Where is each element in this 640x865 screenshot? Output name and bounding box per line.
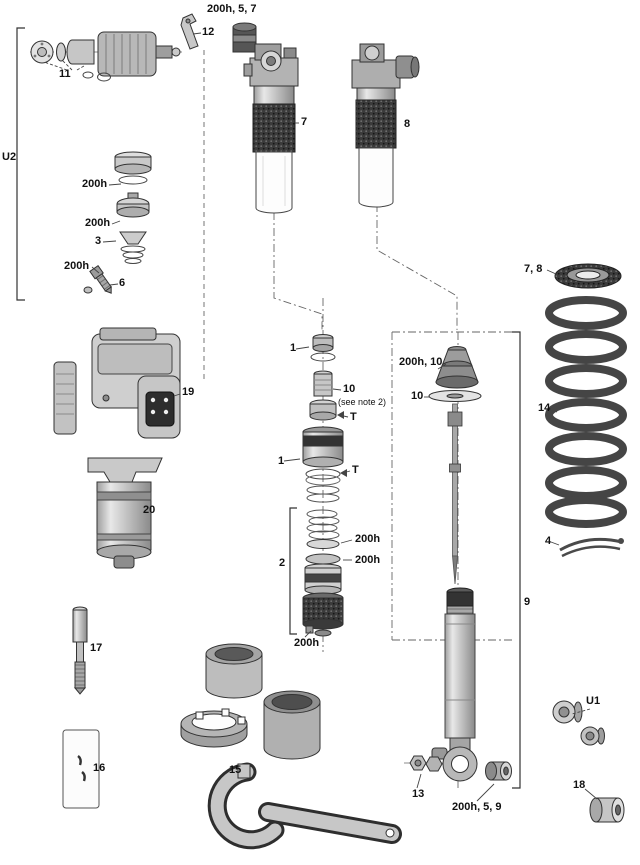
callout-part-15: 15 (229, 764, 242, 776)
shaft-tool-17 (72, 606, 88, 695)
callout-part-11: 11 (59, 68, 71, 80)
ball-detent (83, 286, 93, 294)
bracket-2 (289, 507, 297, 635)
callout-part-18: 18 (573, 779, 586, 791)
mounting-ring-a (205, 643, 263, 699)
bracket-9 (512, 331, 521, 789)
callout-200h-e: 200h (355, 554, 381, 566)
part-18 (589, 797, 625, 823)
callout-part-20: 20 (143, 504, 156, 516)
grease-block-16 (62, 729, 100, 809)
leader-lines (43, 32, 598, 802)
lower-assembly-20 (87, 457, 163, 569)
callout-top-cylinder: 200h, 5, 7 (207, 3, 257, 15)
bumper-200h-5-7 (232, 22, 257, 53)
bracket-u2 (16, 27, 25, 301)
center-damper-stack (302, 334, 344, 637)
callout-200h-10: 200h, 10 (399, 356, 443, 368)
callout-part-4: 4 (545, 535, 552, 547)
callout-t-top: T (350, 411, 357, 423)
callout-part-17: 17 (90, 642, 103, 654)
callout-part-1-mid: 1 (278, 455, 285, 467)
callout-part-16: 16 (93, 762, 106, 774)
battery-pack (53, 361, 77, 435)
callout-200h-a: 200h (82, 178, 108, 190)
coil-spring-14 (545, 296, 627, 528)
group-brackets (16, 27, 521, 789)
bolt-6 (89, 264, 112, 294)
callout-part-10-right: 10 (411, 390, 424, 402)
spanner-wrench-15 (207, 762, 402, 850)
bottom-out-bumper-200h-10 (435, 346, 479, 389)
clamp-12 (180, 13, 199, 50)
callout-part-7: 7 (301, 116, 308, 128)
callout-part-13: 13 (412, 788, 425, 800)
callout-200h-c: 200h (64, 260, 90, 272)
callout-bushing-200h-5-9: 200h, 5, 9 (452, 801, 502, 813)
castle-ring (180, 708, 248, 748)
callout-group-9: 9 (524, 596, 531, 608)
callout-200h-b: 200h (85, 217, 111, 229)
callout-t-mid: T (352, 464, 359, 476)
callout-group-u2: U2 (2, 151, 17, 163)
callout-group-u1: U1 (586, 695, 601, 707)
callout-part-8: 8 (404, 118, 411, 130)
preload-collar-7-8 (554, 263, 622, 289)
rebound-needle-shaft (447, 403, 463, 585)
mounting-ring-b (263, 690, 321, 760)
arrowhead-t-mid (340, 469, 347, 477)
mounting-nuts-13 (409, 755, 443, 772)
callout-group-2: 2 (279, 557, 286, 569)
arrowhead-t-top (337, 411, 344, 419)
u1-hardware (552, 700, 605, 746)
bushing-200h-5-9 (485, 761, 512, 781)
callout-note-2: (see note 2) (338, 397, 387, 407)
spring-clip-4 (559, 537, 624, 558)
callout-200h-d: 200h (355, 533, 381, 545)
callout-collar-7-8: 7, 8 (524, 263, 543, 275)
callout-part-19: 19 (182, 386, 195, 398)
callout-part-3: 3 (95, 235, 102, 247)
callout-part-1-top: 1 (290, 342, 297, 354)
motor-assembly-11 (30, 31, 181, 82)
callout-200h-f: 200h (294, 637, 320, 649)
washer-10 (428, 390, 482, 402)
control-module-19 (91, 327, 181, 439)
left-seal-stack (114, 151, 152, 264)
damper-body-9 (431, 587, 478, 782)
callout-part-6: 6 (119, 277, 126, 289)
shock-body-7 (243, 43, 299, 214)
callout-part-10-center: 10 (343, 383, 356, 395)
callout-part-12: 12 (202, 26, 215, 38)
shock-body-8 (351, 43, 420, 208)
callout-part-14: 14 (538, 402, 551, 414)
